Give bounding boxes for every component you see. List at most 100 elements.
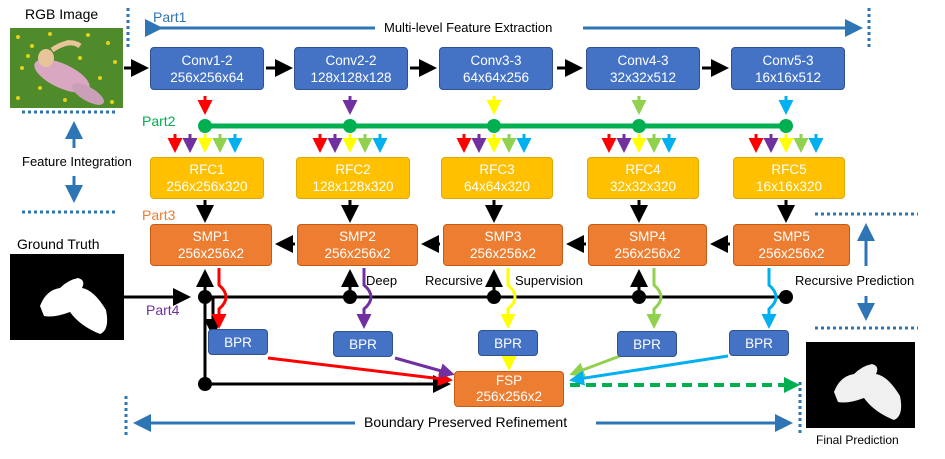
conv2-block: Conv2-2 128x128x128 — [294, 47, 408, 90]
integration-bus — [198, 119, 793, 133]
rfc3-block: RFC3 64x64x320 — [441, 157, 553, 199]
multi-level-label: Multi-level Feature Extraction — [384, 20, 553, 35]
bpr2-label: BPR — [349, 336, 377, 352]
rfc1-name: RFC1 — [189, 162, 225, 177]
smp4-name: SMP4 — [629, 229, 666, 244]
smp1-to-bpr1-curve — [211, 268, 228, 329]
bpr5-label: BPR — [745, 335, 773, 351]
bpr2-block: BPR — [333, 331, 393, 357]
feature-integration-label: Feature Integration — [22, 154, 132, 169]
bpr1-to-fsp-arrow — [267, 356, 453, 387]
supervision-nodes — [198, 290, 793, 391]
conv5-size: 16x16x512 — [754, 69, 822, 85]
conv1-size: 256x256x64 — [170, 69, 244, 85]
rfc1-size: 256x256x320 — [166, 179, 248, 194]
bus-node-4 — [632, 119, 646, 133]
smp4-to-bpr4-curve — [646, 268, 663, 329]
smp1-block: SMP1 256x256x2 — [150, 224, 272, 266]
final-prediction-thumbnail — [806, 342, 915, 428]
rgb-image-graphic — [10, 28, 123, 108]
bpr3-block: BPR — [478, 330, 538, 356]
rfc2-block: RFC2 128x128x320 — [296, 157, 410, 199]
bpr4-label: BPR — [633, 336, 661, 352]
smp2-size: 256x256x2 — [324, 246, 391, 261]
smp3-block: SMP3 256x256x2 — [443, 224, 563, 266]
conv2-name: Conv2-2 — [325, 52, 377, 68]
bpr2-to-fsp-arrow — [394, 356, 455, 378]
bpr1-label: BPR — [224, 334, 252, 350]
recursive-prediction-label: Recursive Prediction — [795, 273, 915, 288]
ground-truth-label: Ground Truth — [17, 236, 100, 252]
conv4-name: Conv4-3 — [617, 52, 669, 68]
supervision-node-5 — [779, 290, 793, 304]
deep-label: Deep — [366, 273, 398, 288]
part3-label: Part3 — [142, 207, 176, 223]
bpr4-to-fsp-arrow — [569, 354, 621, 377]
smp2-name: SMP2 — [339, 229, 376, 244]
bpr4-block: BPR — [617, 331, 677, 357]
smp4-size: 256x256x2 — [614, 246, 681, 261]
bus-node-3 — [487, 119, 501, 133]
smp2-to-bpr2-curve — [356, 268, 373, 329]
rgb-image-thumbnail — [10, 28, 123, 108]
conv3-name: Conv3-3 — [470, 52, 522, 68]
bus-node-1 — [198, 119, 212, 133]
conv5-block: Conv5-3 16x16x512 — [731, 47, 845, 90]
supervision-node-3 — [487, 290, 501, 304]
ground-truth-thumbnail — [10, 254, 124, 340]
conv1-block: Conv1-2 256x256x64 — [150, 47, 264, 90]
final-prediction-label: Final Prediction — [816, 433, 899, 447]
rgb-image-label: RGB Image — [25, 6, 99, 22]
fsp-name: FSP — [495, 373, 523, 388]
fsp-block: FSP 256x256x2 — [454, 371, 564, 407]
rfc3-size: 64x64x320 — [463, 179, 531, 194]
span-arrows — [65, 19, 875, 432]
supervision-node-4 — [632, 290, 646, 304]
conv5-name: Conv5-3 — [762, 52, 814, 68]
conv3-size: 64x64x256 — [462, 69, 530, 85]
rfc2-size: 128x128x320 — [312, 179, 394, 194]
smp3-to-bpr3-curve — [500, 268, 517, 329]
bus-node-2 — [343, 119, 357, 133]
rfc4-name: RFC4 — [625, 162, 661, 177]
smp5-block: SMP5 256x256x2 — [733, 224, 850, 266]
final-prediction-mask — [806, 342, 915, 428]
supervision-node-6 — [198, 377, 212, 391]
smp5-name: SMP5 — [773, 229, 810, 244]
bpr1-block: BPR — [208, 329, 268, 355]
conv4-size: 32x32x512 — [609, 69, 677, 85]
bus-node-5 — [779, 119, 793, 133]
smp3-name: SMP3 — [484, 229, 522, 244]
smp2-block: SMP2 256x256x2 — [297, 224, 418, 266]
supervision-node-2 — [343, 290, 357, 304]
smp5-to-bpr5-curve — [761, 268, 778, 329]
boundary-refinement-label: Boundary Preserved Refinement — [364, 414, 568, 430]
conv1-name: Conv1-2 — [181, 52, 233, 68]
rfc5-block: RFC5 16x16x320 — [733, 157, 845, 199]
rfc-input-arrows — [167, 134, 824, 153]
part4-label: Part4 — [146, 302, 180, 318]
smp4-block: SMP4 256x256x2 — [588, 224, 707, 266]
bpr5-block: BPR — [729, 330, 789, 356]
rfc-to-smp-arrows — [196, 200, 795, 223]
smp3-size: 256x256x2 — [469, 246, 537, 261]
recursive-label: Recursive — [425, 273, 483, 288]
fsp-size: 256x256x2 — [475, 389, 543, 404]
part2-label: Part2 — [142, 113, 176, 129]
conv2-size: 128x128x128 — [310, 69, 392, 85]
rfc2-name: RFC2 — [335, 162, 371, 177]
bpr-to-fsp-arrows — [267, 354, 729, 387]
rfc1-block: RFC1 256x256x320 — [150, 157, 264, 199]
supervision-label: Supervision — [515, 273, 583, 288]
rfc5-size: 16x16x320 — [755, 179, 823, 194]
dotted-boundaries — [22, 8, 918, 436]
bpr5-to-fsp-arrow — [569, 354, 729, 386]
smp1-name: SMP1 — [192, 229, 230, 244]
supervision-node-1 — [198, 290, 212, 304]
rfc5-name: RFC5 — [771, 162, 807, 177]
rfc4-block: RFC4 32x32x320 — [587, 157, 699, 199]
part1-label: Part1 — [153, 9, 187, 25]
smp1-size: 256x256x2 — [177, 246, 245, 261]
rfc4-size: 32x32x320 — [609, 179, 677, 194]
